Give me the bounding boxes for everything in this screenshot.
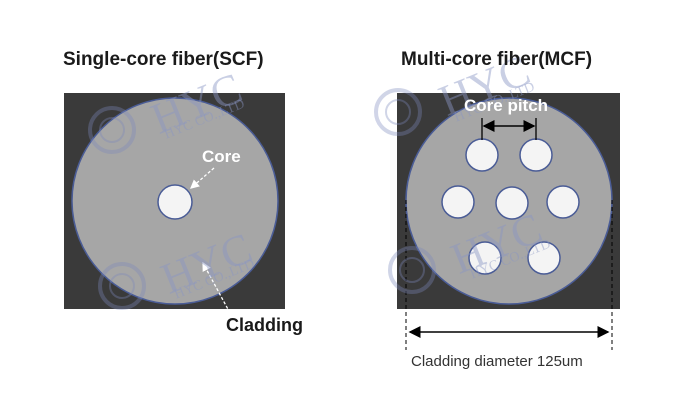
scf-core bbox=[157, 184, 193, 220]
mcf-core bbox=[546, 185, 580, 219]
core-pitch-label: Core pitch bbox=[464, 96, 549, 115]
mcf-core bbox=[441, 185, 475, 219]
core-label: Core bbox=[202, 147, 241, 166]
mcf-core bbox=[468, 241, 502, 275]
scf-title: Single-core fiber(SCF) bbox=[63, 49, 264, 70]
mcf-core bbox=[527, 241, 561, 275]
mcf-core bbox=[519, 138, 553, 172]
cladding-pointer-arrow bbox=[202, 261, 231, 314]
mcf-core bbox=[495, 186, 529, 220]
cladding-diameter-label: Cladding diameter 125um bbox=[411, 353, 583, 370]
core-pointer-arrow bbox=[190, 167, 215, 189]
mcf-core bbox=[465, 138, 499, 172]
mcf-title: Multi-core fiber(MCF) bbox=[401, 49, 593, 70]
cladding-label: Cladding bbox=[226, 315, 303, 335]
watermark-logo bbox=[88, 88, 436, 310]
